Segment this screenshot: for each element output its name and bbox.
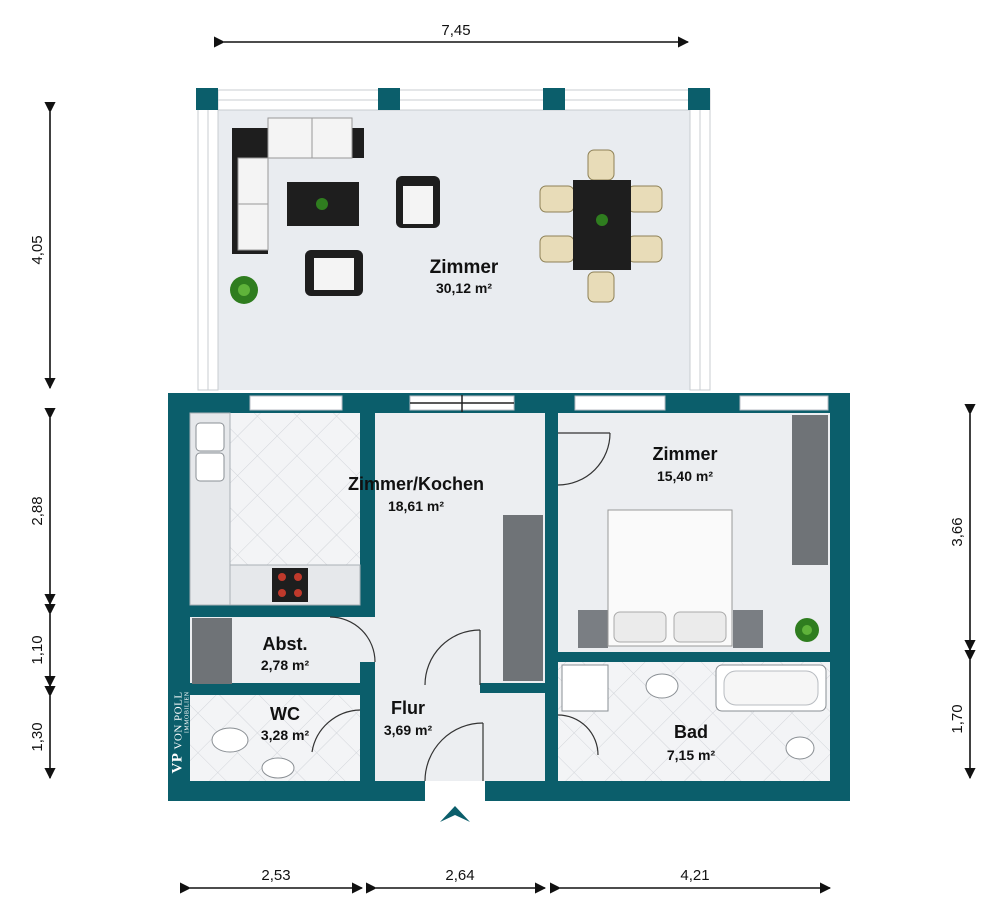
room-name-bad: Bad xyxy=(674,722,708,742)
room-area-flur: 3,69 m² xyxy=(384,722,433,738)
dim-left-3: 1,10 xyxy=(29,635,46,664)
dim-left-4: 1,30 xyxy=(29,722,46,751)
dimension-lines xyxy=(44,36,976,894)
dim-bottom-2: 2,64 xyxy=(445,867,474,884)
dim-left-1: 4,05 xyxy=(29,235,46,264)
dim-top: 7,45 xyxy=(441,22,470,39)
room-name-zimmer-kochen: Zimmer/Kochen xyxy=(348,474,484,494)
toilet-icon xyxy=(785,736,815,760)
toilet-icon-wc xyxy=(211,727,249,753)
stove-icon xyxy=(272,568,308,602)
room-area-bad: 7,15 m² xyxy=(667,747,716,763)
dim-right-1: 3,66 xyxy=(949,517,966,546)
room-name-wc: WC xyxy=(270,704,300,724)
logo-monogram: VP xyxy=(169,752,186,774)
room-area-abst: 2,78 m² xyxy=(261,657,310,673)
dim-right-2: 1,70 xyxy=(949,704,966,733)
wc-sink-icon xyxy=(261,757,295,779)
logo-name: VON POLL xyxy=(172,690,185,750)
room-area-zimmer-right: 15,40 m² xyxy=(657,468,713,484)
bed-icon xyxy=(578,509,763,648)
wardrobe-icon-2 xyxy=(792,415,828,565)
armchair-icon-2 xyxy=(305,250,363,296)
shower-icon xyxy=(561,664,609,712)
dim-bottom-1: 2,53 xyxy=(261,867,290,884)
room-name-abst: Abst. xyxy=(263,634,308,654)
room-name-zimmer-top: Zimmer xyxy=(430,257,499,278)
entrance-arrow-icon xyxy=(440,806,470,822)
cabinet-icon xyxy=(192,618,232,684)
dim-bottom-3: 4,21 xyxy=(680,867,709,884)
dim-left-2: 2,88 xyxy=(29,496,46,525)
bathroom-sink-icon xyxy=(645,673,679,699)
room-name-flur: Flur xyxy=(391,698,425,718)
von-poll-logo: VPVON POLL IMMOBILIEN xyxy=(166,682,194,782)
room-name-zimmer-right: Zimmer xyxy=(652,444,717,464)
plant-icon xyxy=(230,276,258,304)
wardrobe-icon xyxy=(503,515,543,681)
armchair-icon xyxy=(396,176,440,228)
coffee-table-icon xyxy=(287,182,359,226)
bathtub-icon xyxy=(715,664,827,712)
room-area-wc: 3,28 m² xyxy=(261,727,310,743)
sink-icon xyxy=(195,422,225,482)
plant-icon-2 xyxy=(795,618,819,642)
dining-table-icon xyxy=(539,149,663,303)
sofa-icon xyxy=(232,117,364,254)
room-area-zimmer-top: 30,12 m² xyxy=(436,280,492,296)
room-area-zimmer-kochen: 18,61 m² xyxy=(388,498,444,514)
